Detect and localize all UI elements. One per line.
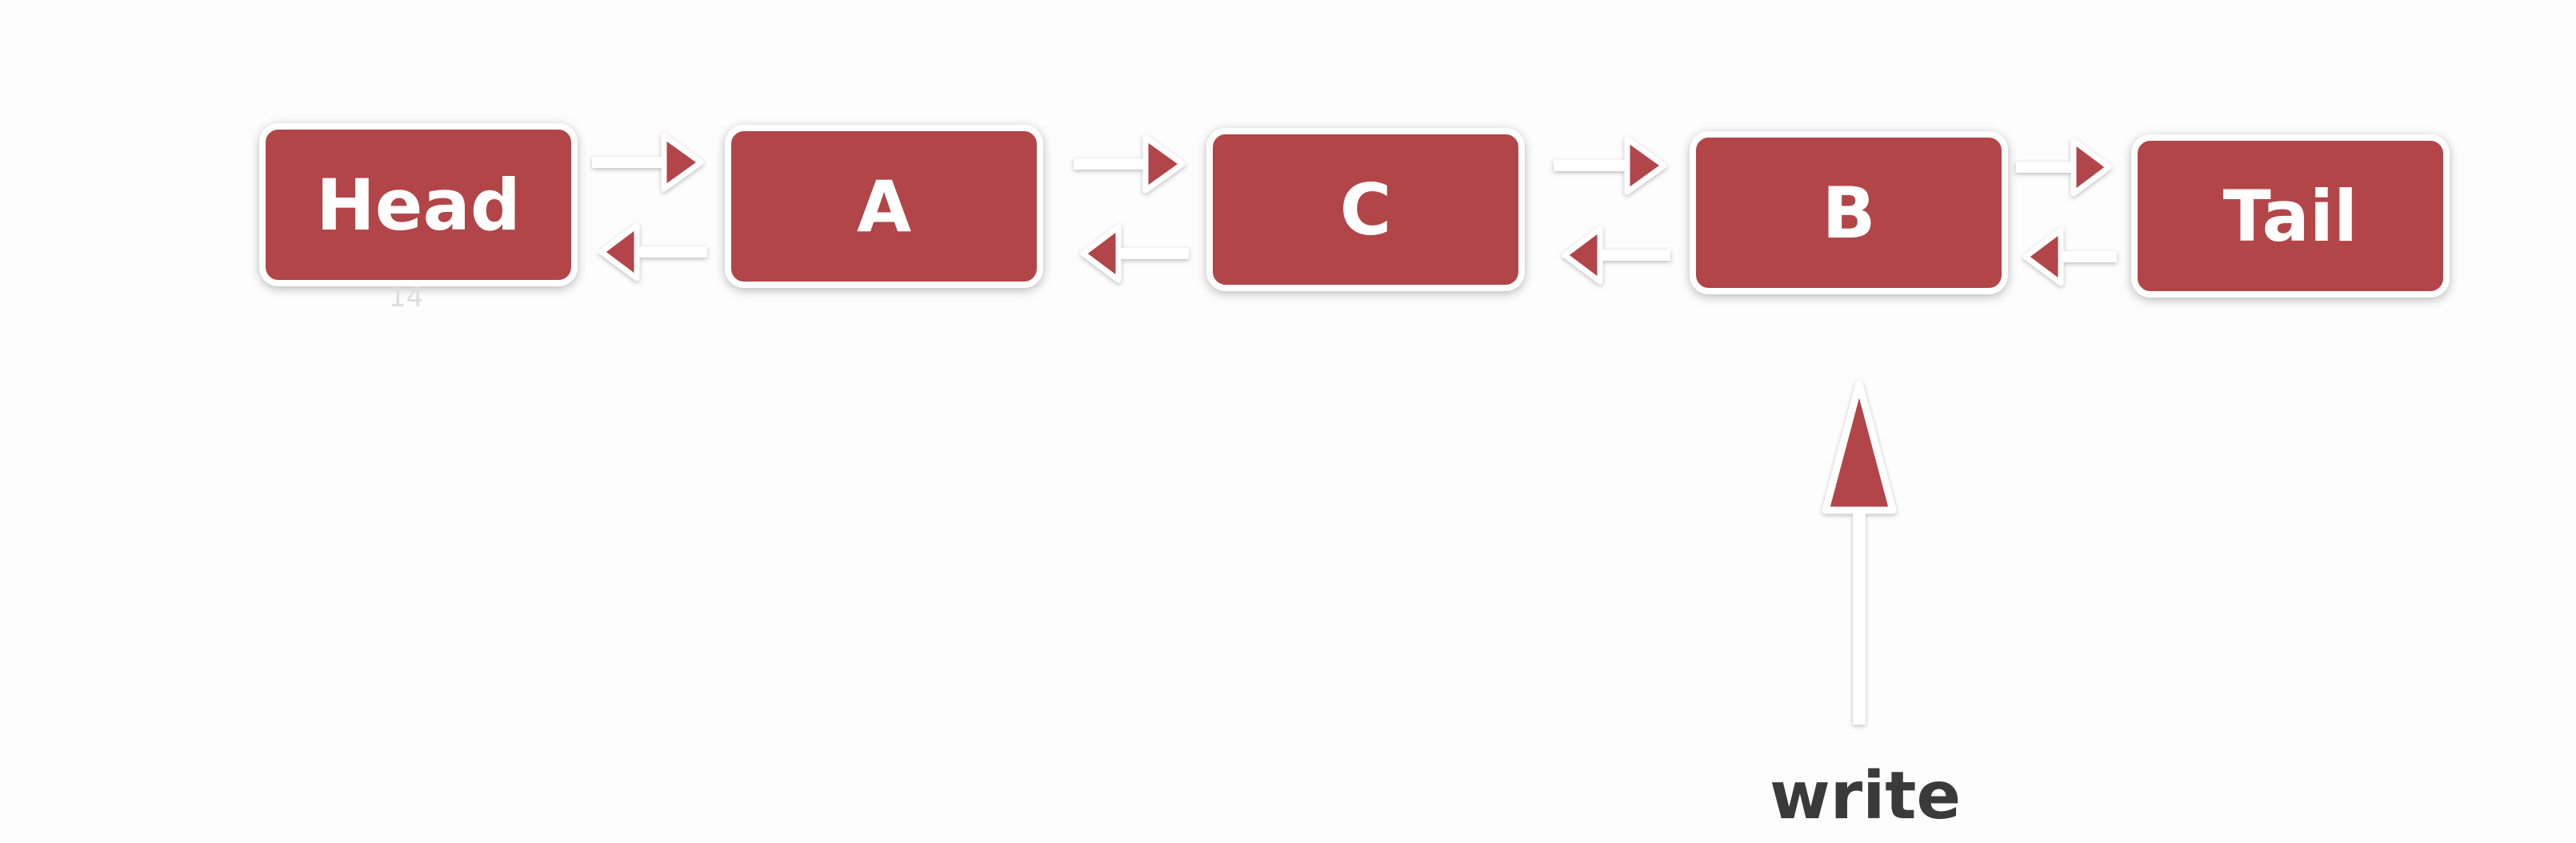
node-tail: Tail — [2131, 134, 2450, 298]
node-c-label: C — [1339, 168, 1392, 251]
node-b-label: B — [1822, 171, 1876, 254]
link-b-tail — [2016, 138, 2117, 286]
write-pointer-label: write — [1770, 758, 1962, 834]
link-head-a — [592, 133, 707, 282]
backward-arrow — [1562, 226, 1670, 285]
backward-arrow — [2022, 227, 2117, 286]
node-a-label: A — [856, 165, 912, 248]
page-number: 14 — [389, 282, 424, 314]
node-head: Head — [259, 123, 578, 286]
forward-arrow — [2016, 138, 2112, 197]
node-tail-label: Tail — [2222, 174, 2358, 258]
link-c-b — [1554, 136, 1670, 285]
node-head-label: Head — [316, 163, 521, 246]
write-pointer-arrow — [1822, 380, 1897, 725]
node-a: A — [725, 125, 1043, 288]
link-a-c — [1074, 134, 1189, 283]
forward-arrow — [1554, 136, 1667, 195]
node-b: B — [1690, 131, 2008, 294]
forward-arrow — [592, 133, 704, 192]
node-c: C — [1206, 128, 1525, 291]
forward-arrow — [1074, 134, 1186, 194]
backward-arrow — [598, 222, 707, 282]
backward-arrow — [1080, 224, 1189, 283]
